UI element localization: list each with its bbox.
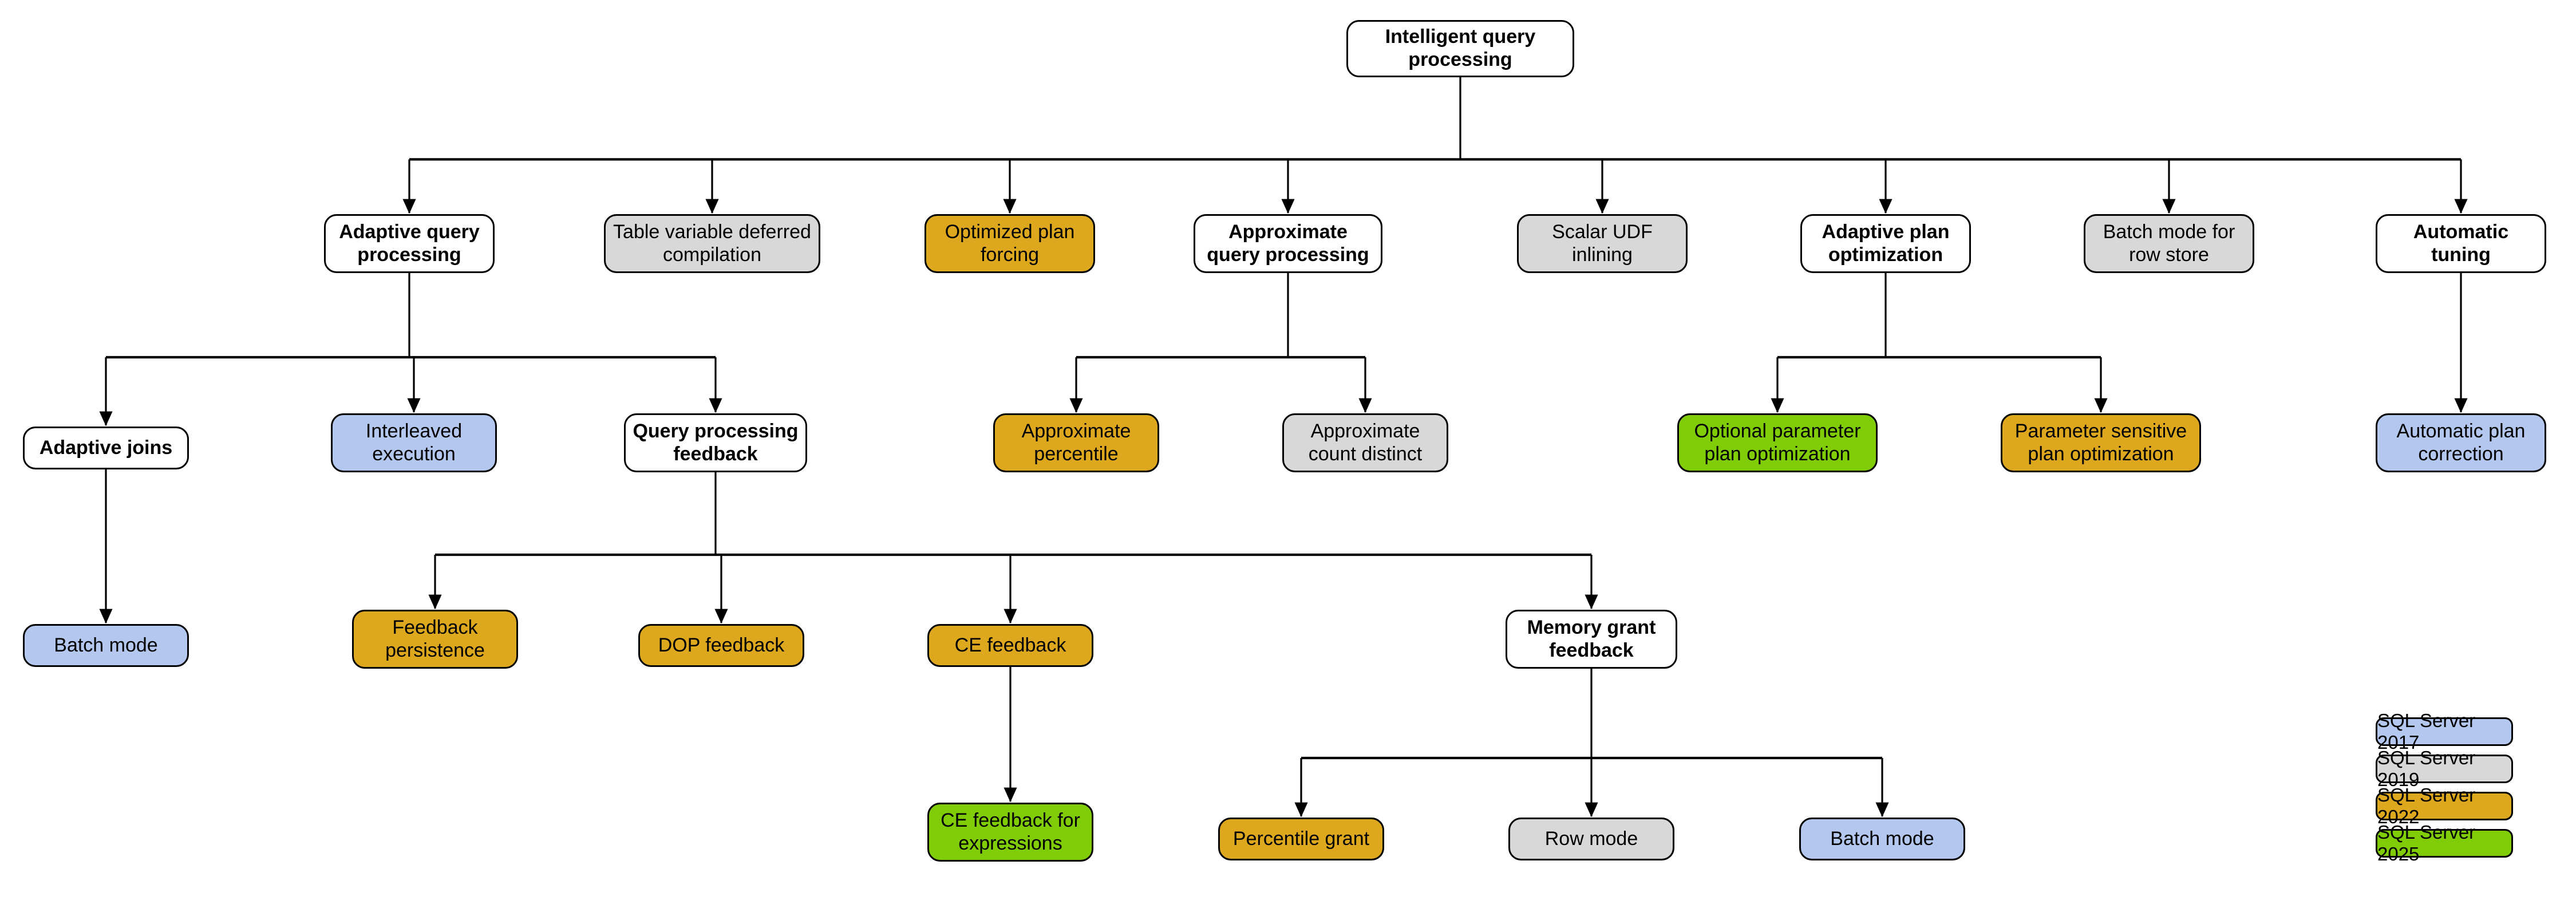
node-scalar-udf[interactable]: Scalar UDF inlining (1517, 214, 1688, 273)
legend-label: SQL Server 2017 (2377, 710, 2476, 753)
node-label: Feedback persistence (385, 616, 485, 661)
node-label: Intelligent query processing (1385, 26, 1536, 70)
node-psp[interactable]: Parameter sensitive plan optimization (2001, 413, 2201, 472)
node-approx-percentile[interactable]: Approximate percentile (993, 413, 1159, 472)
node-label: CE feedback for expressions (941, 809, 1080, 854)
node-aqp[interactable]: Adaptive query processing (324, 214, 495, 273)
node-label: Row mode (1544, 827, 1638, 850)
node-qpf[interactable]: Query processing feedback (624, 413, 807, 472)
node-batch-mode-mgf[interactable]: Batch mode (1799, 818, 1965, 860)
node-label: DOP feedback (658, 634, 785, 656)
node-label: Approximate count distinct (1308, 420, 1423, 465)
node-dop-feedback[interactable]: DOP feedback (638, 624, 804, 667)
node-label: Scalar UDF inlining (1552, 220, 1653, 266)
node-label: Automatic plan correction (2396, 420, 2526, 465)
node-label: Parameter sensitive plan optimization (2014, 420, 2187, 465)
node-apc[interactable]: Automatic plan correction (2376, 413, 2546, 472)
legend-2022: SQL Server 2022 (2376, 784, 2513, 827)
node-label: Adaptive joins (39, 436, 173, 459)
legend-label: SQL Server 2025 (2377, 822, 2476, 864)
node-opf[interactable]: Optimized plan forcing (924, 214, 1095, 273)
node-percentile-grant[interactable]: Percentile grant (1218, 818, 1384, 860)
node-ce-feedback[interactable]: CE feedback (927, 624, 1093, 667)
node-label: Approximate query processing (1207, 220, 1369, 266)
node-feedback-persist[interactable]: Feedback persistence (352, 610, 518, 669)
node-label: Automatic tuning (2413, 220, 2509, 266)
node-oppo[interactable]: Optional parameter plan optimization (1677, 413, 1878, 472)
legend-2019: SQL Server 2019 (2376, 747, 2513, 790)
node-interleaved[interactable]: Interleaved execution (331, 413, 497, 472)
legend-label: SQL Server 2019 (2377, 747, 2476, 790)
node-label: Table variable deferred compilation (613, 220, 811, 266)
node-label: Adaptive query processing (339, 220, 480, 266)
node-label: Batch mode (54, 634, 158, 656)
node-label: Interleaved execution (365, 420, 463, 465)
node-label: CE feedback (954, 634, 1066, 656)
node-tvdc[interactable]: Table variable deferred compilation (604, 214, 820, 273)
node-approx-count[interactable]: Approximate count distinct (1282, 413, 1448, 472)
node-label: Optimized plan forcing (945, 220, 1075, 266)
node-label: Query processing feedback (633, 420, 799, 465)
node-label: Memory grant feedback (1527, 616, 1656, 661)
node-batch-mode-aj[interactable]: Batch mode (23, 624, 189, 667)
node-auto-tuning[interactable]: Automatic tuning (2376, 214, 2546, 273)
node-label: Adaptive plan optimization (1822, 220, 1950, 266)
node-label: Approximate percentile (1021, 420, 1131, 465)
node-apo[interactable]: Adaptive plan optimization (1800, 214, 1971, 273)
node-adaptive-joins[interactable]: Adaptive joins (23, 427, 189, 469)
legend-2025: SQL Server 2025 (2376, 822, 2513, 864)
node-label: Batch mode for row store (2103, 220, 2235, 266)
node-label: Optional parameter plan optimization (1694, 420, 1861, 465)
legend-label: SQL Server 2022 (2377, 784, 2476, 827)
legend-2017: SQL Server 2017 (2376, 710, 2513, 753)
node-bmrs[interactable]: Batch mode for row store (2084, 214, 2254, 273)
node-label: Batch mode (1830, 827, 1934, 850)
node-ce-feedback-expr[interactable]: CE feedback for expressions (927, 803, 1093, 862)
node-root[interactable]: Intelligent query processing (1346, 20, 1574, 77)
node-row-mode[interactable]: Row mode (1508, 818, 1674, 860)
node-mgf[interactable]: Memory grant feedback (1506, 610, 1677, 669)
node-approx-qp[interactable]: Approximate query processing (1194, 214, 1382, 273)
connector-lines (99, 77, 2468, 818)
node-label: Percentile grant (1232, 827, 1370, 850)
